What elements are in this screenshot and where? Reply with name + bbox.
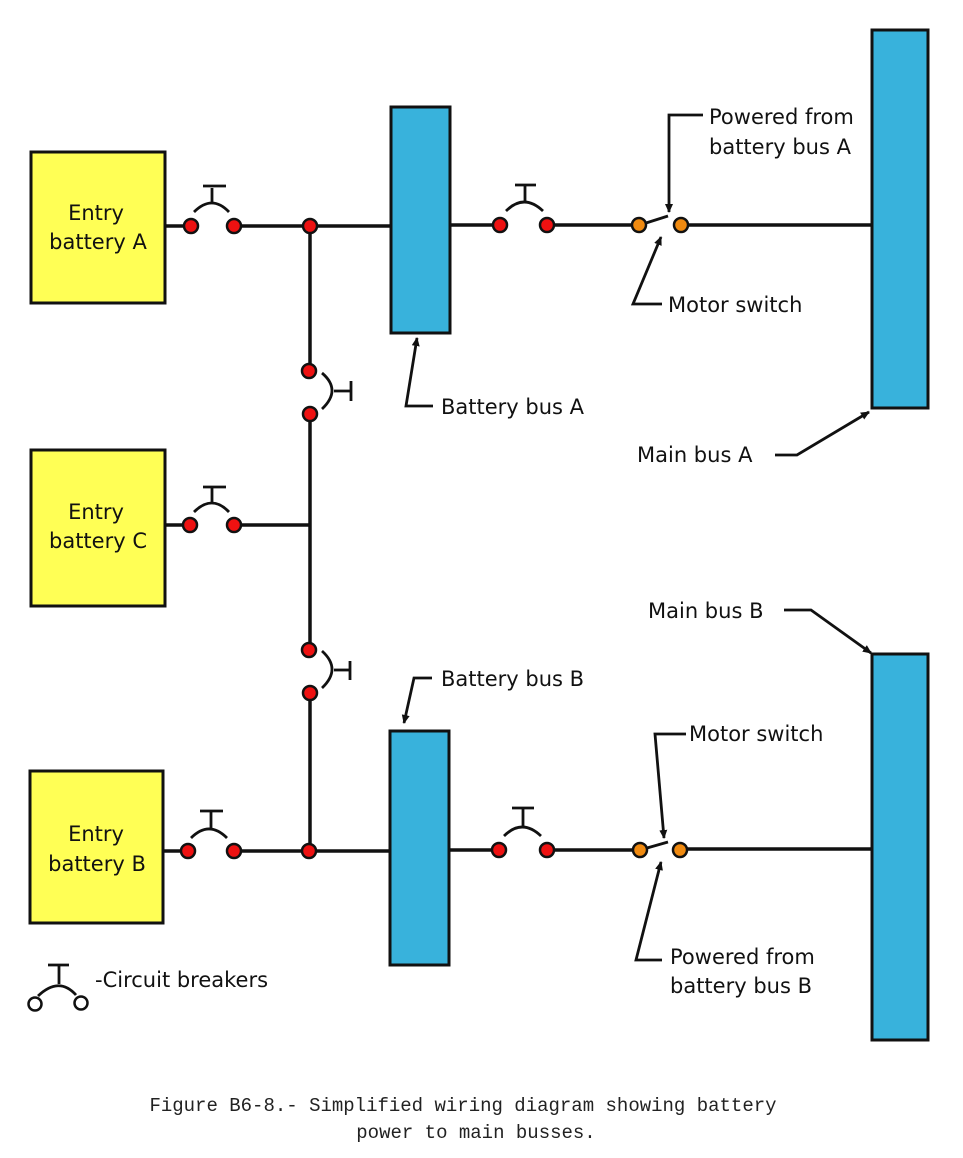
legend-circuit-breakers-label: -Circuit breakers (95, 968, 268, 992)
junction-node (301, 217, 319, 235)
motor-switch-b-label: Motor switch (689, 722, 823, 746)
legend-circuit-breaker-icon (27, 963, 89, 1012)
battery-c-label-line2: battery C (49, 529, 147, 553)
battery-a-label-line2: battery A (49, 230, 147, 254)
circuit-breaker-icon (179, 809, 243, 860)
powered-from-a-line1: Powered from (709, 105, 854, 129)
battery-b-label-line1: Entry (68, 822, 124, 846)
figure-caption-line2: power to main busses. (356, 1122, 595, 1144)
circuit-breaker-icon (300, 641, 352, 702)
powered-from-a-line2: battery bus A (709, 135, 852, 159)
circuit-breaker-icon (490, 806, 556, 859)
powered-from-b-line1: Powered from (670, 945, 815, 969)
entry-battery-a: Entry battery A (29, 150, 167, 305)
figure-caption-line1: Figure B6-8.- Simplified wiring diagram … (149, 1095, 776, 1117)
main-bus-a-label: Main bus A (637, 443, 753, 467)
leader-lines (401, 113, 872, 962)
motor-switch-icon (631, 840, 689, 859)
motor-switch-icon (630, 214, 690, 234)
battery-b-label-line2: battery B (48, 852, 146, 876)
battery-bus-a-label: Battery bus A (441, 395, 585, 419)
battery-bus-b (388, 729, 451, 967)
junction-node (300, 842, 318, 860)
entry-battery-b: Entry battery B (28, 769, 165, 925)
wires (163, 223, 872, 853)
main-bus-b-label: Main bus B (648, 599, 763, 623)
battery-a-label-line1: Entry (68, 201, 124, 225)
battery-bus-b-label: Battery bus B (441, 667, 584, 691)
motor-switch-a-label: Motor switch (668, 293, 802, 317)
battery-c-label-line1: Entry (68, 500, 124, 524)
circuit-breaker-icon (300, 362, 353, 423)
powered-from-b-line2: battery bus B (670, 974, 812, 998)
circuit-breaker-icon (182, 184, 243, 235)
circuit-breaker-icon (491, 183, 556, 234)
main-bus-b (870, 652, 930, 1042)
battery-bus-a (389, 105, 452, 335)
entry-battery-c: Entry battery C (29, 448, 167, 608)
main-bus-a (870, 28, 930, 410)
circuit-breaker-icon (181, 485, 243, 534)
